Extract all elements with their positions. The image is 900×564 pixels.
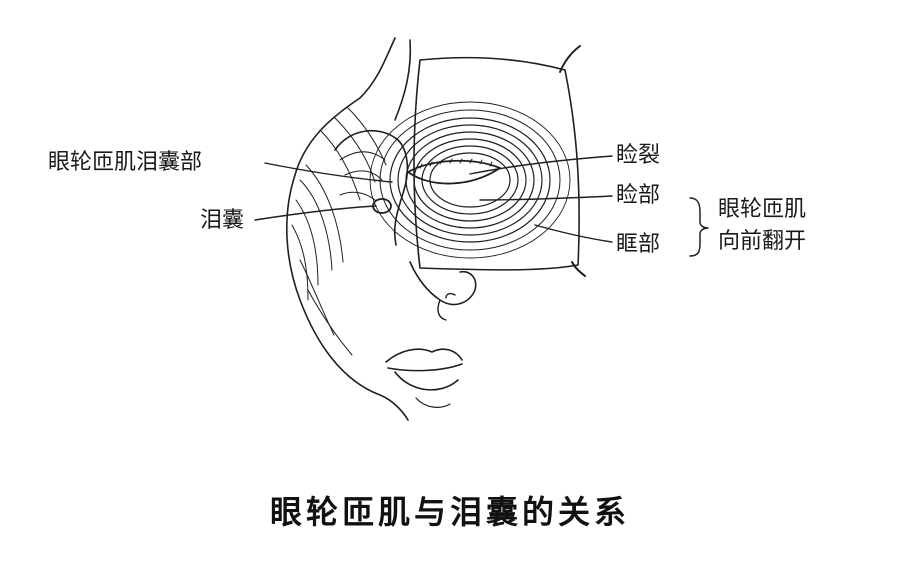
label-lacrimal-part: 眼轮匝肌泪囊部 bbox=[48, 150, 203, 175]
label-palpebral-fissure: 睑裂 bbox=[616, 143, 661, 168]
label-group-line2: 向前翻开 bbox=[718, 229, 807, 254]
leader-lacrimal-sac bbox=[254, 205, 377, 221]
muscle-flap-outline bbox=[413, 56, 580, 271]
leader-fissure bbox=[469, 155, 613, 175]
label-lacrimal-sac: 泪囊 bbox=[200, 208, 245, 233]
eyelash-marks bbox=[419, 158, 493, 169]
hook-bottom bbox=[571, 261, 586, 277]
nose-outline bbox=[409, 261, 477, 306]
mouth-line bbox=[387, 363, 463, 372]
upper-lip bbox=[385, 348, 463, 363]
face-outline bbox=[285, 37, 409, 421]
orbital-rim bbox=[334, 129, 409, 246]
label-orbital-part: 眶部 bbox=[616, 232, 661, 257]
lower-lip bbox=[394, 371, 459, 391]
temple-edge bbox=[394, 39, 412, 121]
label-group-line1: 眼轮匝肌 bbox=[718, 197, 807, 222]
temporal-muscle-hatching bbox=[291, 107, 387, 356]
leader-orbital bbox=[534, 224, 613, 243]
label-palpebral-part: 睑部 bbox=[616, 183, 661, 208]
leader-lines bbox=[254, 155, 613, 243]
figure-caption: 眼轮匝肌与泪囊的关系 bbox=[269, 493, 630, 531]
orbicularis-fibres bbox=[369, 101, 571, 259]
hook-top bbox=[559, 45, 581, 73]
leader-lacrimal-part bbox=[264, 162, 393, 183]
bracket bbox=[689, 197, 709, 257]
leader-palpebral bbox=[479, 195, 613, 201]
